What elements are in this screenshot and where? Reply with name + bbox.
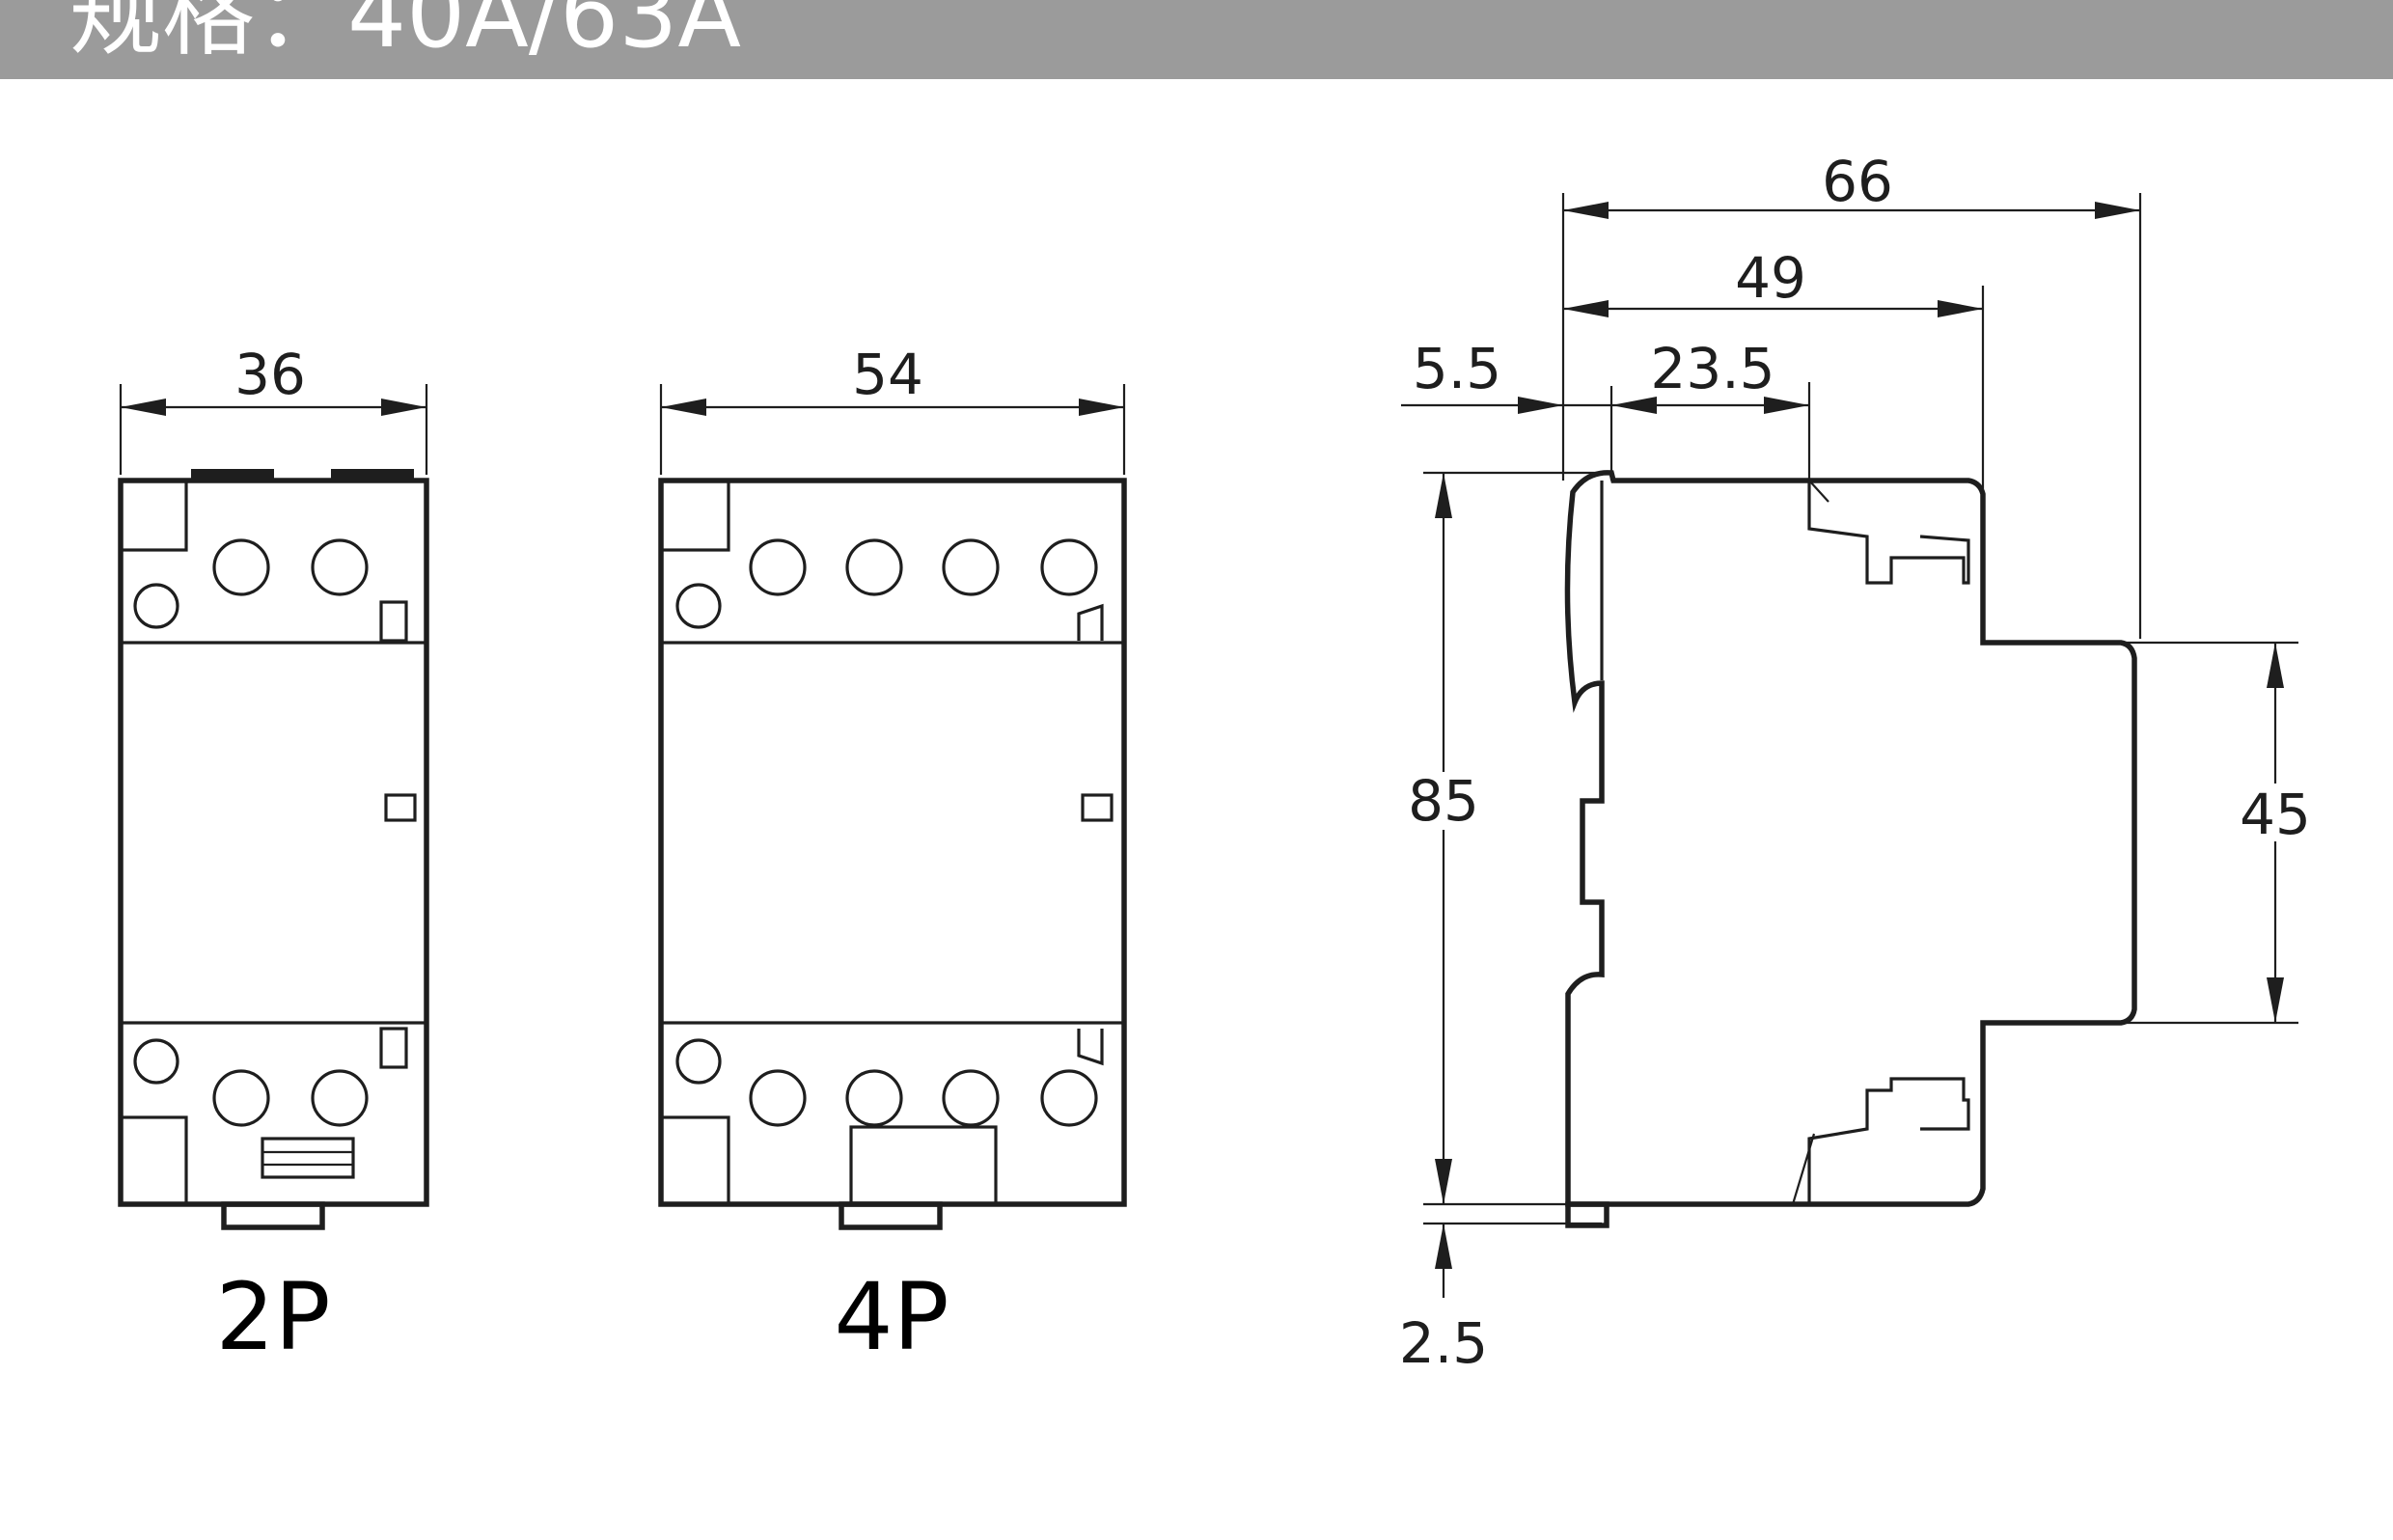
label-2p: 2P (216, 1263, 331, 1371)
dim-4p-width-text: 54 (852, 342, 923, 407)
dim-clip-offset-text: 2.5 (1399, 1310, 1488, 1376)
side-view: 66 49 23.5 5.5 (1399, 149, 2316, 1376)
spec-title: 规格：40A/63A (69, 0, 741, 69)
dimension-2p-width: 36 (119, 342, 428, 475)
dim-depth-step-text: 23.5 (1650, 336, 1774, 401)
dim-depth-total-text: 66 (1822, 149, 1893, 214)
front-view-2p: 36 2P (118, 342, 429, 1371)
side-body-outline (1564, 470, 2137, 1207)
dim-rail-offset-text: 5.5 (1413, 336, 1501, 401)
dimension-depth-23-5: 23.5 (1609, 336, 1811, 502)
dimension-depth-49: 49 (1563, 245, 1985, 502)
dimension-front-45: 45 (2123, 641, 2316, 1025)
front-view-4p: 54 4P (658, 342, 1127, 1371)
dim-depth-mid-text: 49 (1735, 245, 1806, 311)
dimension-4p-width: 54 (659, 342, 1126, 475)
dimension-rail-5-5: 5.5 (1401, 336, 1611, 414)
dimension-depth-66: 66 (1561, 149, 2142, 639)
label-4p: 4P (835, 1263, 949, 1371)
dim-2p-width-text: 36 (234, 342, 306, 407)
dim-height-text: 85 (1408, 768, 1479, 834)
dimension-clip-2-5: 2.5 (1399, 1224, 1488, 1376)
dimension-height-85: 85 (1408, 471, 1602, 1225)
dim-front-height-text: 45 (2240, 782, 2311, 847)
spec-header-bar: 规格：40A/63A (0, 0, 2393, 79)
